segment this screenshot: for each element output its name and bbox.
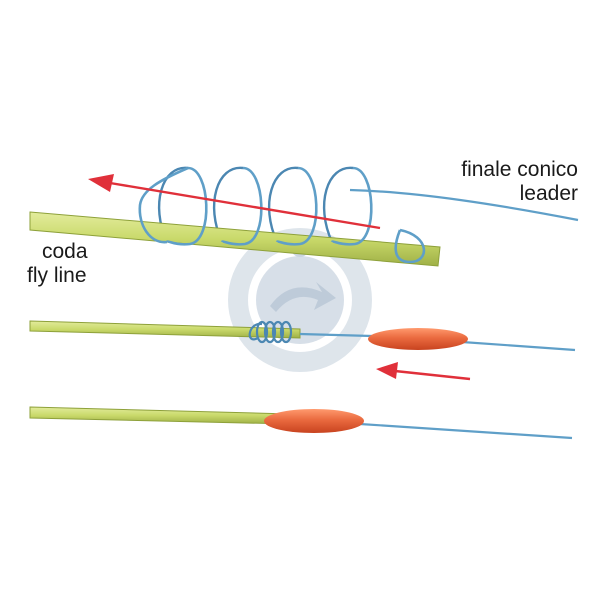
push-arrow-line bbox=[394, 369, 471, 381]
leader-line-2 bbox=[299, 332, 576, 352]
knot-sleeve-3 bbox=[264, 409, 364, 433]
flyline-label-line1: coda bbox=[42, 240, 88, 263]
knot-sleeve-2 bbox=[368, 328, 468, 350]
tight-coil-2 bbox=[248, 320, 293, 344]
leader-label-line1: finale conico bbox=[461, 158, 578, 181]
step-2 bbox=[29, 320, 576, 381]
pull-arrow-line bbox=[109, 181, 381, 230]
push-arrow-head-icon bbox=[376, 362, 398, 379]
flyline-label-line2: fly line bbox=[27, 264, 87, 287]
circular-arrow-watermark-icon bbox=[270, 282, 336, 312]
step-3 bbox=[29, 406, 573, 440]
leader-line-3 bbox=[359, 422, 573, 440]
fly-line-2 bbox=[29, 320, 301, 339]
fly-line-tip-1 bbox=[29, 211, 441, 267]
leader-label-line2: leader bbox=[519, 182, 578, 205]
step-1 bbox=[29, 166, 579, 267]
coil-front bbox=[138, 166, 426, 264]
pull-arrow-head-icon bbox=[88, 174, 114, 192]
leader-line-1 bbox=[349, 188, 579, 222]
fly-line-3 bbox=[29, 406, 291, 425]
